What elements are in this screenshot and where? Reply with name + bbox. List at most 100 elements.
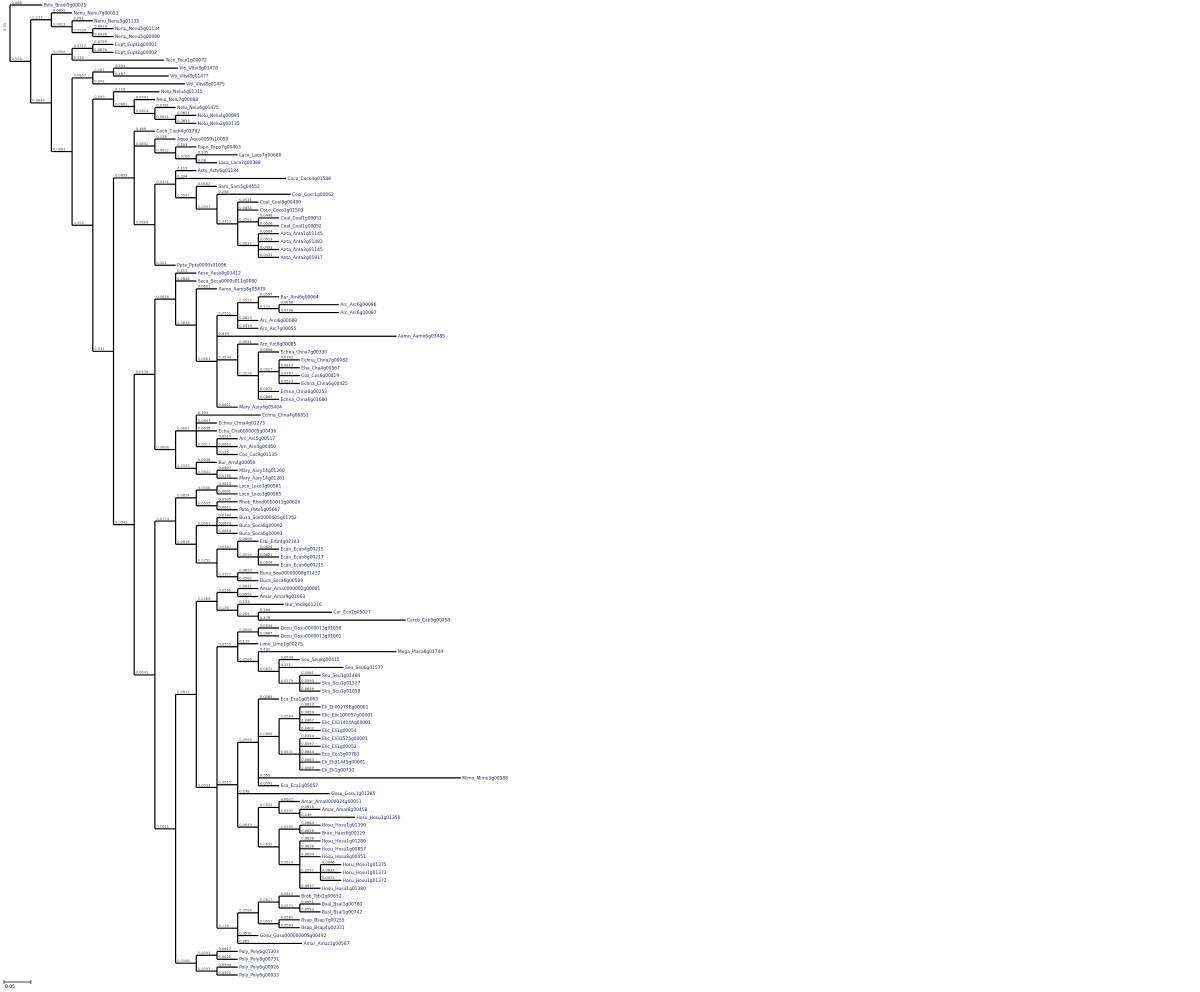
leaf-label[interactable]: Eca_Eca5g00783	[322, 752, 360, 758]
leaf-label[interactable]: Cer_Eca1g05027	[334, 610, 371, 616]
leaf-label[interactable]: Eupt_Eupt1g00001	[115, 42, 157, 48]
leaf-label[interactable]: Arn_Arn4g00060	[239, 444, 276, 450]
leaf-label[interactable]: Hosu_Hosu1g01373	[343, 870, 387, 876]
leaf-label[interactable]: Mega_Maca6g01749	[398, 649, 443, 655]
leaf-label[interactable]: Anta_Anta3g01482	[281, 239, 323, 245]
leaf-label[interactable]: Nenu_Nenu7g00053	[74, 10, 119, 16]
leaf-label[interactable]: Loco_Loco3g00585	[239, 491, 281, 497]
leaf-label[interactable]: Aqco_Aqco0059s10050	[177, 137, 228, 143]
leaf-label[interactable]: Poly_Poly8g00731	[239, 957, 279, 963]
leaf-label[interactable]: Bsal_Bsal1g00742	[322, 909, 362, 915]
leaf-label[interactable]: Amar_Amaz1g00567	[304, 941, 350, 947]
leaf-label[interactable]: Seu_Seu1g01058	[322, 689, 360, 695]
leaf-label[interactable]: Ppta_Ppta0000s01096	[177, 263, 227, 269]
leaf-label[interactable]: Seu_Seu1g01527	[322, 681, 360, 687]
leaf-label[interactable]: Viti_Vitvi8g01475	[186, 81, 225, 87]
leaf-label[interactable]: Hosu_Hosu1g01380	[322, 886, 366, 892]
leaf-label[interactable]: Seu_Seu6g01577	[345, 665, 383, 671]
leaf-label[interactable]: Brob_Tsbi1g00652	[301, 894, 341, 900]
leaf-label[interactable]: Eupt_Eupt2g00002	[115, 50, 157, 56]
leaf-label[interactable]: Hosu_Hosu1g01350	[357, 815, 401, 821]
leaf-label[interactable]: Gosu_Gosu00000000Sg00492	[260, 933, 327, 939]
leaf-label[interactable]: Teco_Teco1g00072	[165, 58, 207, 64]
leaf-label[interactable]: Laca_Laca7g00388	[219, 160, 261, 166]
leaf-label[interactable]: Anta_Anta2g01917	[281, 255, 323, 261]
leaf-label[interactable]: Elic_Eli1g00052	[322, 744, 357, 750]
leaf-label[interactable]: Nenu_Nenu5g01135	[94, 18, 139, 24]
leaf-label[interactable]: Coal_Coal1g00051	[281, 215, 322, 221]
leaf-label[interactable]: Bran_Haas6g00129	[322, 831, 365, 837]
leaf-label[interactable]: Buxa_Sox0000005g01752	[239, 515, 297, 521]
leaf-label[interactable]: Aamo_Aamo8g05479	[219, 286, 266, 292]
leaf-label[interactable]: Arc_Arcl6g00089	[260, 318, 297, 324]
leaf-label[interactable]: Cos_Cos6g00419	[301, 373, 339, 379]
leaf-label[interactable]: Eca_Eca1g05057	[281, 783, 319, 789]
leaf-label[interactable]: Limo_Limo1g00275	[260, 641, 303, 647]
leaf-label[interactable]: Acty_Acty6g01184	[198, 168, 239, 174]
leaf-label[interactable]: Bur_Arn4g00059	[219, 460, 256, 466]
leaf-label[interactable]: Echna_Chna2g00082	[301, 357, 348, 363]
leaf-label[interactable]: Mary_Aary14g01260	[239, 468, 285, 474]
leaf-label[interactable]: Nelu_Nelu7g00088	[156, 97, 198, 103]
leaf-label[interactable]: Amar_Ama0000024g00051	[301, 799, 361, 805]
leaf-label[interactable]: Coco_Coco1g01503	[260, 208, 304, 214]
leaf-label[interactable]: Cos_Cos9g01135	[239, 452, 277, 458]
leaf-label[interactable]: Hosu_Hosu1g00857	[322, 846, 366, 852]
leaf-label[interactable]: Echna_Chna7g00330	[281, 349, 328, 355]
leaf-label[interactable]: Erbi_Erbr4g02143	[260, 539, 300, 545]
leaf-label[interactable]: Eli_Eli1g00730	[322, 767, 354, 773]
leaf-label[interactable]: Viti_Vitvi8g01477	[170, 73, 209, 79]
leaf-label[interactable]: Coal_Coal1g00052	[281, 223, 322, 229]
leaf-label[interactable]: Bur_Yec8g01216	[285, 602, 322, 608]
leaf-label[interactable]: Viti_Vitvi8g01478	[179, 66, 218, 72]
leaf-label[interactable]: Eca_Eca1g05063	[281, 696, 319, 702]
leaf-label[interactable]: Bur_Arnl6g00064	[281, 294, 319, 300]
leaf-label[interactable]: Nenu_Nenu5g01134	[115, 26, 160, 32]
leaf-label[interactable]: Hosu_Hosu1g01280	[322, 838, 366, 844]
leaf-label[interactable]: Bsap_Bsap4g00331	[301, 925, 345, 931]
leaf-label[interactable]: Mary_Aary6g05404	[239, 405, 282, 411]
leaf-label[interactable]: Arn_Arc8g00085	[260, 342, 297, 348]
leaf-label[interactable]: Poly_Poly6g00926	[239, 965, 279, 971]
leaf-label[interactable]: Seu_Seu1g01484	[322, 673, 360, 679]
leaf-label[interactable]: Buca_Soca6g00589	[260, 578, 303, 584]
leaf-label[interactable]: Hosu_Hosu1g01390	[322, 823, 366, 829]
leaf-label[interactable]: Gosu_Gosu0000013g01658	[281, 626, 342, 632]
leaf-label[interactable]: Cercb_Cab5g00058	[407, 618, 450, 624]
leaf-label[interactable]: Ecan_Ecan4g00215	[281, 547, 324, 553]
leaf-label[interactable]: Poly_Poly6g01303	[239, 949, 279, 955]
leaf-label[interactable]: Amar_Amar8g00458	[322, 807, 368, 813]
leaf-label[interactable]: Buxa_Soa00000008g01437	[260, 570, 321, 576]
leaf-label[interactable]: Anta_Anta1g01145	[281, 231, 323, 237]
leaf-label[interactable]: Nelu_Nelu4g00095	[198, 113, 240, 119]
leaf-label[interactable]: Nenu_Nenu5g00080	[115, 34, 160, 40]
leaf-label[interactable]: Elic_Elic100057g00001	[322, 712, 373, 718]
leaf-label[interactable]: Mimo_Mimo3g00588	[462, 775, 508, 781]
leaf-label[interactable]: Eli_Eli31445g00001	[322, 760, 366, 766]
leaf-label[interactable]: Laca_Laca7g00680	[239, 152, 281, 158]
leaf-label[interactable]: Ecan_Ecan6g00215	[281, 562, 324, 568]
leaf-label[interactable]: Eli_Eli00279Bg00001	[322, 704, 369, 710]
leaf-label[interactable]: Nelu_Nelu6g01475	[177, 105, 219, 111]
leaf-label[interactable]: Seca_Seca0000s011g0080	[198, 279, 257, 285]
leaf-label[interactable]: Echna_Chna6g01680	[281, 397, 328, 403]
leaf-label[interactable]: Aamo_Aamo6g03485	[398, 334, 445, 340]
leaf-label[interactable]: Echa_Cha6000005g00436	[219, 428, 277, 434]
leaf-label[interactable]: Coco_Coco4g01588	[288, 176, 332, 182]
leaf-label[interactable]: Seu_Seu8g00415	[301, 657, 339, 663]
leaf-label[interactable]: Bdis_Bradi5g00025	[44, 3, 87, 9]
leaf-label[interactable]: Ecan_Ecan8g00217	[281, 555, 324, 561]
leaf-label[interactable]: Bsal_Bsal1g00780	[322, 902, 362, 908]
leaf-label[interactable]: Cocr_Cocr1g00062	[292, 192, 334, 198]
leaf-label[interactable]: Hosu_Hosu1g01372	[343, 878, 387, 884]
leaf-label[interactable]: Mary_Aary14g01261	[239, 476, 285, 482]
leaf-label[interactable]: Buca_Soca8g00092	[239, 523, 282, 529]
leaf-label[interactable]: Nelu_Nelu4g01315	[161, 89, 203, 95]
leaf-label[interactable]: Arn_Arc7g00055	[260, 326, 297, 332]
leaf-label[interactable]: Gosu_Gosu1g01285	[331, 791, 375, 797]
leaf-label[interactable]: Arc_Arc6g00087	[340, 310, 376, 316]
leaf-label[interactable]: Hosu_Hosu8g00451	[322, 854, 366, 860]
leaf-label[interactable]: Aese_Aese8g03412	[198, 271, 241, 277]
leaf-label[interactable]: Amar_Ama0000002g00061	[260, 586, 320, 592]
leaf-label[interactable]: Buca_Soca6g00093	[239, 531, 282, 537]
